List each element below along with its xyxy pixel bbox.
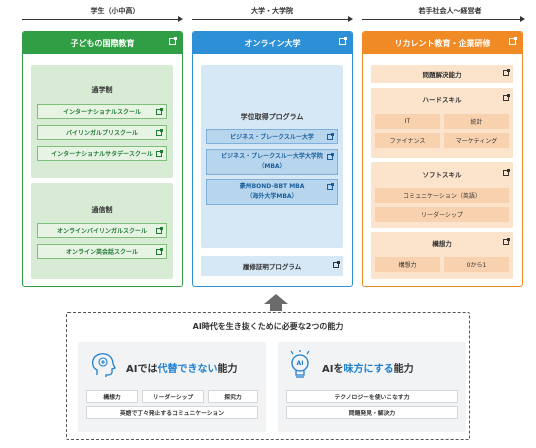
external-link-icon [327,152,334,160]
recurrent-education-title: リカレント教育・企業研修 [394,38,491,48]
degree-program-title: 学位取得プログラム [240,113,304,121]
external-link-icon [503,168,510,176]
external-link-icon [156,226,163,234]
correspondence-panel: 通信制 オンラインバイリンガルスクール オンライン英会話スクール [31,183,173,279]
external-link-icon [156,247,163,255]
link-bond-bbt-mba[interactable]: 豪州BOND-BBT MBA （海外大学MBA） [206,179,338,205]
kids-education-title: 子どもの国際教育 [70,38,135,48]
chip-inquiry: 探究力 [208,390,258,403]
link-bbt-university[interactable]: ビジネス・ブレークスルー大学 [206,129,338,144]
correspondence-title: 通信制 [91,206,113,214]
ai-abilities-box [66,312,470,440]
recurrent-education-column: リカレント教育・企業研修 問題解決能力 ハードスキル IT 統計 ファイナンス … [362,31,523,287]
ai-bulb-icon [290,350,310,378]
ai-ally-ability-heading: AIを味方にする能力 [322,364,414,375]
degree-program-panel: 学位取得プログラム ビジネス・ブレークスルー大学 ビジネス・ブレークスルー大学大… [201,65,343,248]
up-arrow-stem [270,303,282,311]
external-link-icon [509,37,517,45]
stage-label-university: 大学・大学院 [251,7,293,15]
kids-education-column: 子どもの国際教育 通学制 インターナショナルスクール バイリンガルプリスクール … [22,31,183,287]
up-arrow-icon [264,294,288,304]
skill-it: IT [375,114,440,129]
external-link-icon [169,37,177,45]
skill-finance: ファイナンス [375,133,440,148]
ai-bulb-label: AI [296,360,304,367]
link-soft-skill[interactable]: ソフトスキル [371,166,513,181]
external-link-icon [503,237,510,245]
link-hard-skill[interactable]: ハードスキル [371,91,513,106]
link-bilingual-preschool[interactable]: バイリンガルプリスクール [37,125,167,140]
external-link-icon [156,128,163,136]
link-problem-solving[interactable]: 問題解決能力 [371,65,513,83]
chip-leadership: リーダーシップ [142,390,204,403]
skill-communication-english: コミュニケーション（英語） [375,188,509,203]
skill-marketing: マーケティング [444,133,509,148]
conception-panel: 構想力 構想力 0から1 [371,232,513,279]
chip-english-communication: 英語で丁々発止するコミュニケーション [86,406,258,419]
link-international-school[interactable]: インターナショナルスクール [37,104,167,119]
commuting-title: 通学制 [91,86,113,94]
irreplaceable-ability-heading: AIでは代替できない能力 [126,364,238,375]
kids-education-header[interactable]: 子どもの国際教育 [23,32,182,54]
link-saturday-school[interactable]: インターナショナルサタデースクール [37,146,167,161]
stage-arrow-1 [22,16,183,22]
skill-statistics: 統計 [444,114,509,129]
link-online-bilingual-school[interactable]: オンラインバイリンガルスクール [37,223,167,238]
external-link-icon [339,37,347,45]
ai-abilities-title: AI時代を生き抜くために必要な2つの能力 [192,322,344,331]
skill-zero-to-one: 0から1 [444,257,509,272]
link-conception[interactable]: 構想力 [371,235,513,250]
recurrent-education-header[interactable]: リカレント教育・企業研修 [363,32,522,54]
stage-label-student: 学生（小中高） [90,7,140,15]
chip-technology-skill: テクノロジーを使いこなす力 [286,390,458,403]
hard-skill-panel: ハードスキル IT 統計 ファイナンス マーケティング [371,88,513,158]
online-university-title: オンライン大学 [244,38,301,48]
external-link-icon [327,132,334,140]
link-online-english-school[interactable]: オンライン英会話スクール [37,244,167,259]
external-link-icon [327,182,334,190]
external-link-icon [503,93,510,101]
soft-skill-panel: ソフトスキル コミュニケーション（英語） リーダーシップ [371,162,513,228]
link-certificate-program[interactable]: 履修証明プログラム [201,256,343,276]
link-bbt-graduate-mba[interactable]: ビジネス・ブレークスルー大学大学院 （MBA） [206,149,338,175]
online-university-column: オンライン大学 学位取得プログラム ビジネス・ブレークスルー大学 ビジネス・ブレ… [192,31,353,287]
external-link-icon [503,69,510,76]
commuting-panel: 通学制 インターナショナルスクール バイリンガルプリスクール インターナショナル… [31,65,173,178]
skill-leadership: リーダーシップ [375,207,509,222]
online-university-header[interactable]: オンライン大学 [193,32,352,54]
chip-problem-finding: 問題発見・解決力 [286,406,458,419]
skill-conception: 構想力 [375,257,440,272]
stage-arrow-3 [362,16,525,22]
external-link-icon [333,261,340,268]
stage-arrow-2 [192,16,353,22]
chip-conception: 構想力 [86,390,138,403]
external-link-icon [156,149,163,157]
head-brain-icon [91,353,116,377]
stage-label-working: 若手社会人〜経営者 [418,7,482,15]
external-link-icon [156,107,163,115]
